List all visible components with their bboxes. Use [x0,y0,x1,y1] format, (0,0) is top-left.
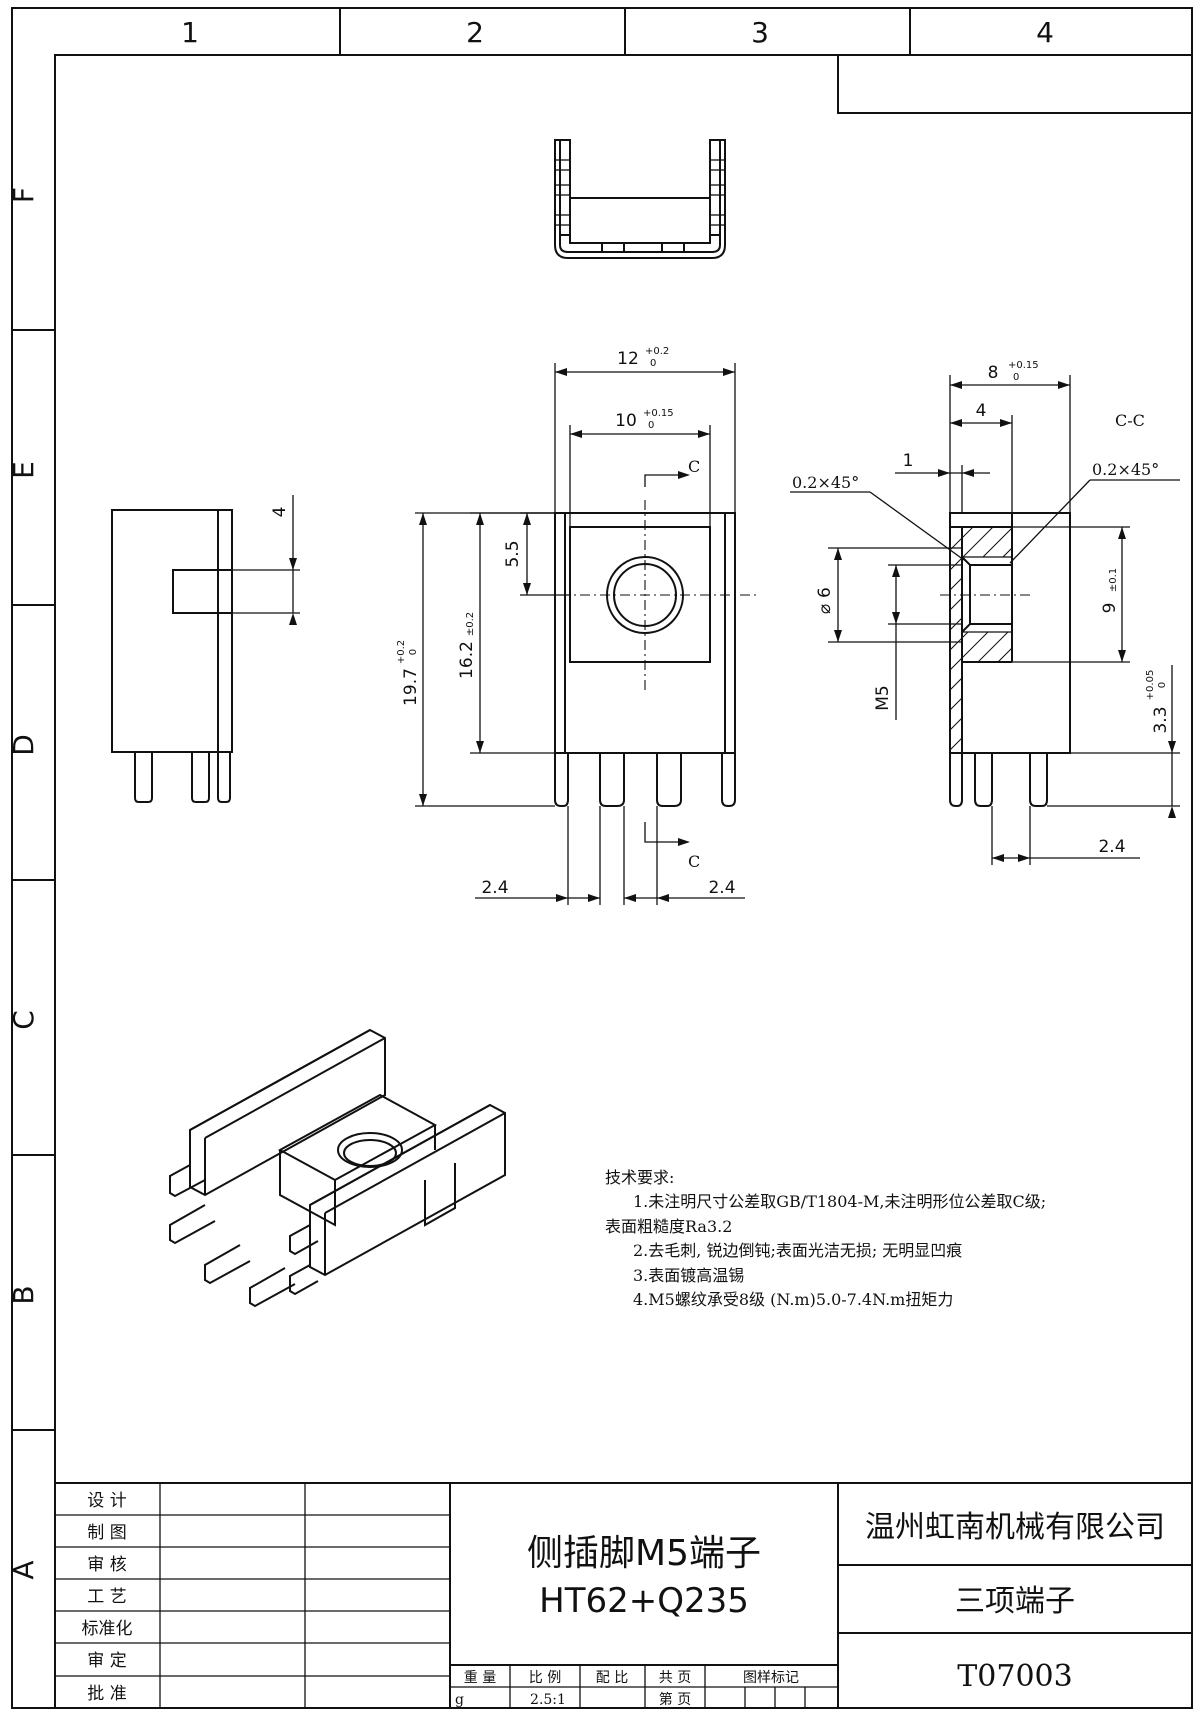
dim-hole-offset: 5.5 [503,540,523,567]
dim-wall: 1 [903,451,914,471]
dim-side-slot: 4 [270,507,290,518]
company-name: 温州虹南机械有限公司 [865,1510,1165,1545]
dim-width-outer: 12 [617,349,639,369]
drawing-frame [11,7,1193,1709]
grid-row-A: A [7,1560,40,1579]
isometric-view [169,1028,506,1308]
notes-line-3: 2.去毛刺, 锐边倒钝;表面光洁无损; 无明显凹痕 [633,1241,962,1260]
grid-row-E: E [7,461,40,479]
scale-value: 2.5:1 [530,1692,566,1708]
dim-width-inner: 10 [615,411,637,431]
dim-nut-height: 9 [1100,603,1120,614]
notes-heading: 技术要求: [605,1168,674,1187]
weight-unit: g [455,1692,464,1708]
dim-pin-length-tol-lower: 0 [1157,682,1168,688]
sig-approve: 批 准 [87,1684,126,1704]
grid-col-1: 1 [181,16,199,49]
grid-col-4: 4 [1036,16,1054,49]
chamfer-left-label: 0.2×45° [792,473,859,492]
dim-nut-height-tol: ±0.1 [1108,568,1119,592]
chamfer-right-label: 0.2×45° [1092,460,1159,479]
dim-width-outer-tol-lower: 0 [650,358,656,369]
grid-row-D: D [7,734,40,756]
dim-depth-tol-upper: +0.15 [1008,360,1039,371]
sig-standard: 标准化 [82,1619,133,1639]
section-label: C-C [1115,411,1145,430]
dim-width-inner-tol-upper: +0.15 [643,408,674,419]
dim-depth: 8 [988,363,999,383]
dim-hole-dia-symbol: ⌀ [815,604,835,614]
sig-verify: 审 定 [87,1651,126,1671]
section-arrow-bottom-label: C [688,852,700,871]
part-name: 侧插脚M5端子 [527,1533,761,1574]
dim-hole-dia: 6 [815,587,835,598]
section-view-cc [790,375,1180,865]
dim-thread: M5 [873,685,893,710]
part-material: HT62+Q235 [539,1581,749,1621]
sig-process: 工 艺 [87,1587,126,1607]
grid-row-C: C [7,1010,40,1030]
dim-height-body: 16.2 [457,641,477,679]
dim-height-body-tol: ±0.2 [465,612,476,636]
grid-col-3: 3 [751,16,769,49]
dim-section-pin-pitch: 2.4 [1098,837,1125,857]
dim-height-total-tol-lower: 0 [408,649,419,655]
hdr-drawing-mark: 图样标记 [743,1670,799,1686]
dim-depth-tol-lower: 0 [1013,372,1019,383]
hdr-total-pages: 共 页 [659,1670,691,1686]
front-view [415,363,760,905]
sig-review: 审 核 [87,1555,126,1575]
dim-height-total: 19.7 [401,668,421,706]
dim-width-inner-tol-lower: 0 [648,420,654,431]
notes-line-2: 表面粗糙度Ra3.2 [605,1217,732,1236]
notes-line-4: 3.表面镀高温锡 [633,1266,744,1285]
notes-line-5: 4.M5螺纹承受8级 (N.m)5.0-7.4N.m扭矩力 [633,1290,953,1309]
side-view-left [111,495,300,803]
hdr-ratio: 配 比 [596,1670,628,1686]
sheet-label: 第 页 [659,1691,691,1708]
dim-pin-length: 3.3 [1151,706,1171,733]
sig-draw: 制 图 [87,1523,126,1543]
title-block [55,1482,1192,1708]
grid-col-2: 2 [466,16,484,49]
dim-height-total-tol-upper: +0.2 [396,640,407,664]
technical-requirements: 技术要求: 1.未注明尺寸公差取GB/T1804-M,未注明形位公差取C级; 表… [605,1168,1046,1309]
dim-depth-inner: 4 [976,401,987,421]
product-name: 三项端子 [955,1584,1075,1619]
grid-row-B: B [7,1285,40,1304]
dim-pin-pitch-left: 2.4 [481,878,508,898]
section-arrow-top-label: C [688,457,700,476]
dim-pin-length-tol-upper: +0.05 [1145,670,1156,701]
drawing-number: T07003 [957,1659,1072,1694]
sig-design: 设 计 [87,1491,126,1511]
dim-width-outer-tol-upper: +0.2 [645,346,669,357]
top-view [554,139,726,259]
hdr-weight: 重 量 [464,1670,496,1686]
notes-line-1: 1.未注明尺寸公差取GB/T1804-M,未注明形位公差取C级; [633,1192,1046,1211]
grid-row-F: F [7,187,40,203]
dim-pin-pitch-right: 2.4 [708,878,735,898]
hdr-scale: 比 例 [529,1670,561,1686]
